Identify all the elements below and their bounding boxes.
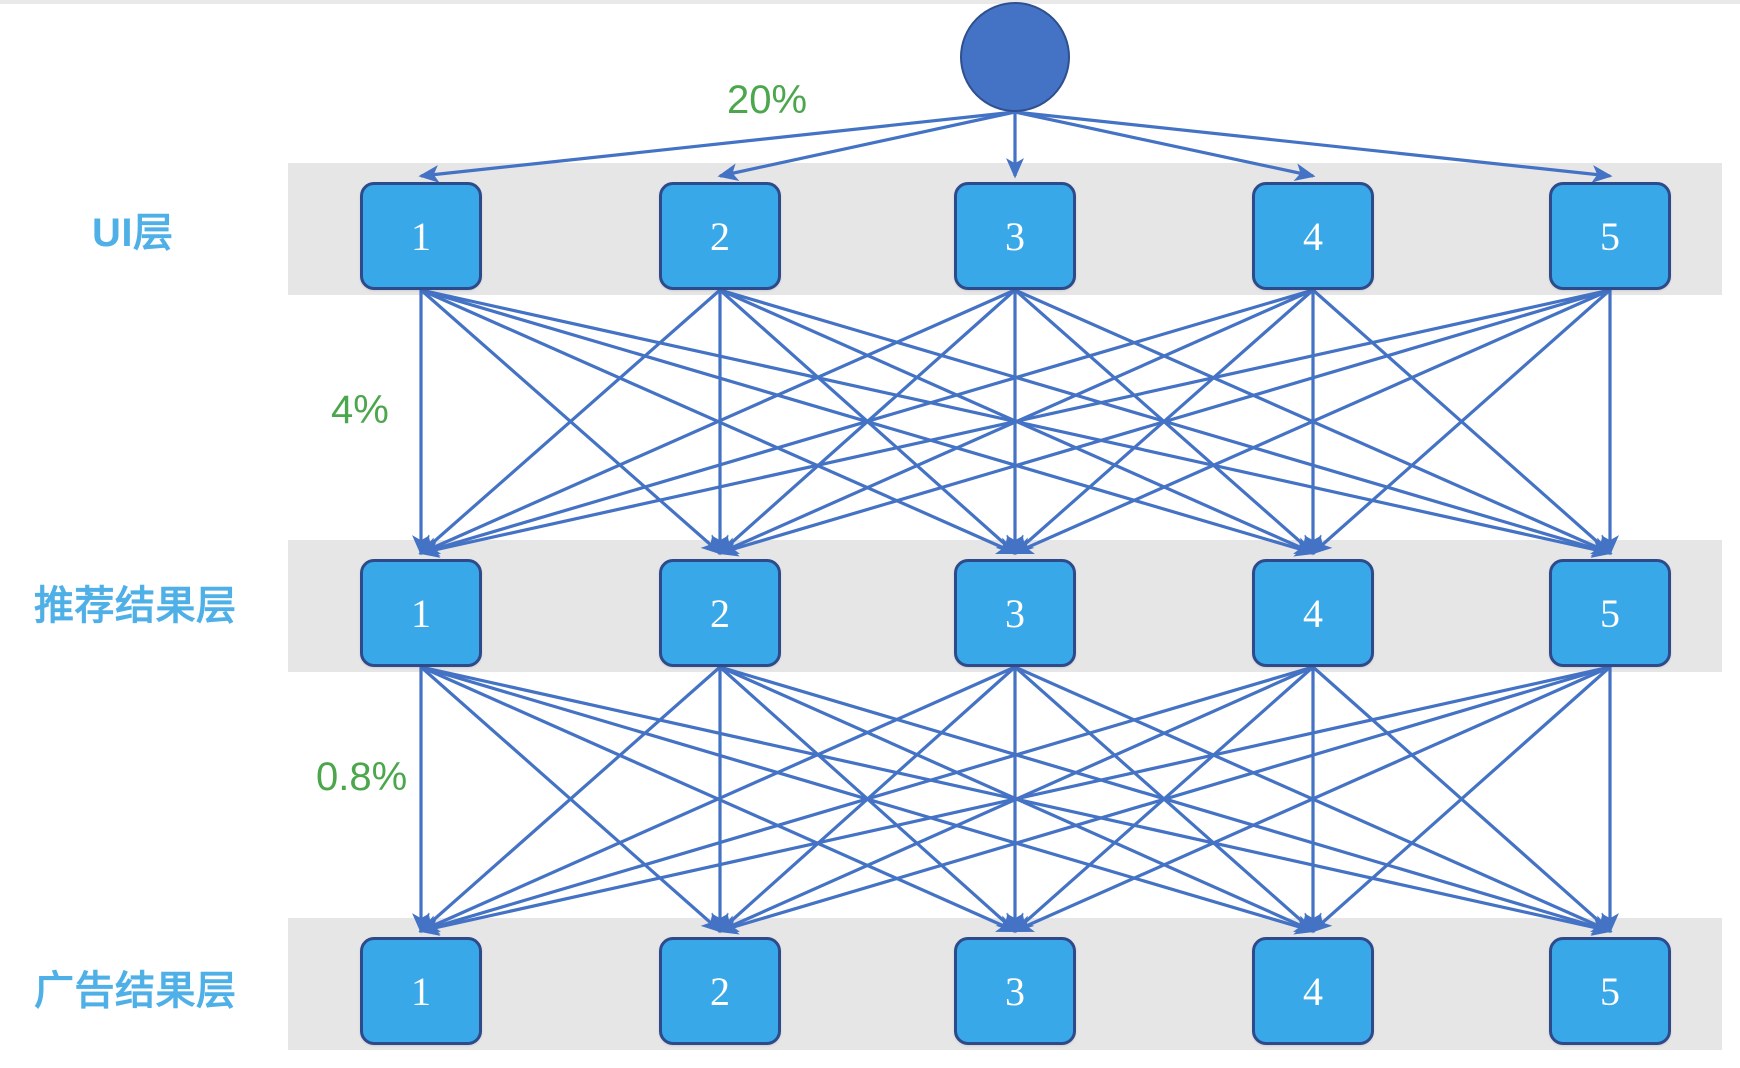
layer-label-recommend: 推荐结果层 — [34, 584, 237, 628]
node-ui-1[interactable]: 1 — [360, 182, 482, 290]
node-ui-5[interactable]: 5 — [1549, 182, 1671, 290]
top-divider — [0, 0, 1740, 4]
layer-label-ad: 广告结果层 — [34, 969, 237, 1013]
node-recommend-3[interactable]: 3 — [954, 559, 1076, 667]
node-ad-1[interactable]: 1 — [360, 937, 482, 1045]
node-recommend-2[interactable]: 2 — [659, 559, 781, 667]
conversion-rate-ui-to-recommend: 4% — [331, 388, 389, 432]
node-ad-4[interactable]: 4 — [1252, 937, 1374, 1045]
conversion-rate-recommend-to-ad: 0.8% — [316, 755, 408, 799]
node-recommend-5[interactable]: 5 — [1549, 559, 1671, 667]
node-ad-5[interactable]: 5 — [1549, 937, 1671, 1045]
conversion-rate-root-to-ui: 20% — [727, 78, 808, 122]
node-ad-3[interactable]: 3 — [954, 937, 1076, 1045]
node-recommend-4[interactable]: 4 — [1252, 559, 1374, 667]
node-ad-2[interactable]: 2 — [659, 937, 781, 1045]
node-recommend-1[interactable]: 1 — [360, 559, 482, 667]
node-ui-4[interactable]: 4 — [1252, 182, 1374, 290]
node-ui-3[interactable]: 3 — [954, 182, 1076, 290]
root-source-node[interactable] — [960, 2, 1070, 112]
node-ui-2[interactable]: 2 — [659, 182, 781, 290]
layer-label-ui: UI层 — [92, 211, 174, 255]
